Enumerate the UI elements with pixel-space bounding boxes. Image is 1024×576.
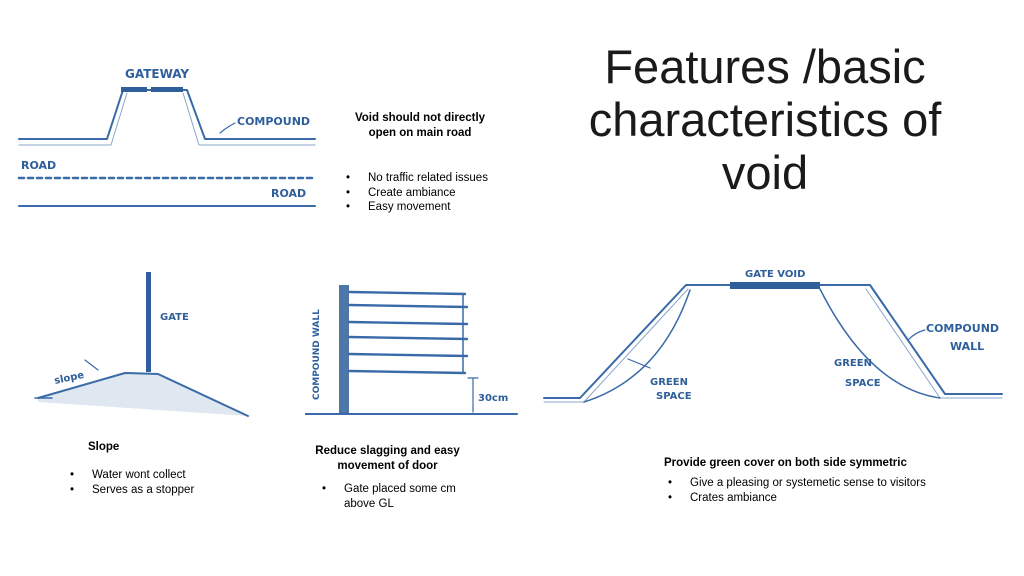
road-bullets: No traffic related issues Create ambianc… [344,171,514,215]
wall-heading: Reduce slagging and easy movement of doo… [315,445,460,472]
gateway-road-sketch: GATEWAY COMPOUND ROAD ROAD [17,67,317,207]
wall-gate-sketch: COMPOUND WALL 30cm [305,285,518,415]
green-left-label-2: SPACE [656,391,692,402]
gate-void [730,282,820,289]
gate-label: GATE [160,312,189,323]
green-heading: Provide green cover on both side symmetr… [664,457,907,469]
compound-wall-label-2: WALL [950,340,984,353]
green-bullets: Give a pleasing or systemetic sense to v… [666,476,966,505]
road-heading: Void should not directly open on main ro… [354,112,486,139]
compound-wall [339,285,349,415]
road-label-bottom: ROAD [271,187,306,200]
gate-post [146,272,151,372]
green-right-label-2: SPACE [845,378,881,389]
green-space-sketch: GATE VOID GREEN SPACE GREEN SPACE COMPOU… [543,269,1003,403]
green-left-label-1: GREEN [650,377,688,388]
gate-void-label: GATE VOID [745,269,805,280]
compound-wall-label-1: COMPOUND [926,322,999,335]
list-item: Easy movement [344,200,514,215]
green-right-label-1: GREEN [834,358,872,369]
list-item: Create ambiance [344,186,514,201]
height-label: 30cm [478,393,508,404]
slope-line [37,372,249,417]
page-title: Features /basic characteristics of void [588,40,942,200]
list-item: Give a pleasing or systemetic sense to v… [666,476,966,491]
gate-leaf-left [121,87,147,92]
compound-label: COMPOUND [237,115,310,128]
list-item: Serves as a stopper [68,483,268,498]
slope-bullets: Water wont collect Serves as a stopper [68,468,268,497]
list-item: Crates ambiance [666,491,966,506]
slope-sketch: GATE slope [34,272,249,417]
list-item: Water wont collect [68,468,268,483]
wall-label: COMPOUND WALL [312,309,322,400]
slope-label: slope [53,370,85,387]
list-item: Gate placed some cm above GL [320,482,470,511]
gateway-label: GATEWAY [125,67,189,81]
road-label-top: ROAD [21,159,56,172]
gate-bars [347,290,469,375]
wall-bullets: Gate placed some cm above GL [320,482,470,511]
list-item: No traffic related issues [344,171,514,186]
gate-leaf-right [151,87,183,92]
slope-heading: Slope [88,441,120,453]
